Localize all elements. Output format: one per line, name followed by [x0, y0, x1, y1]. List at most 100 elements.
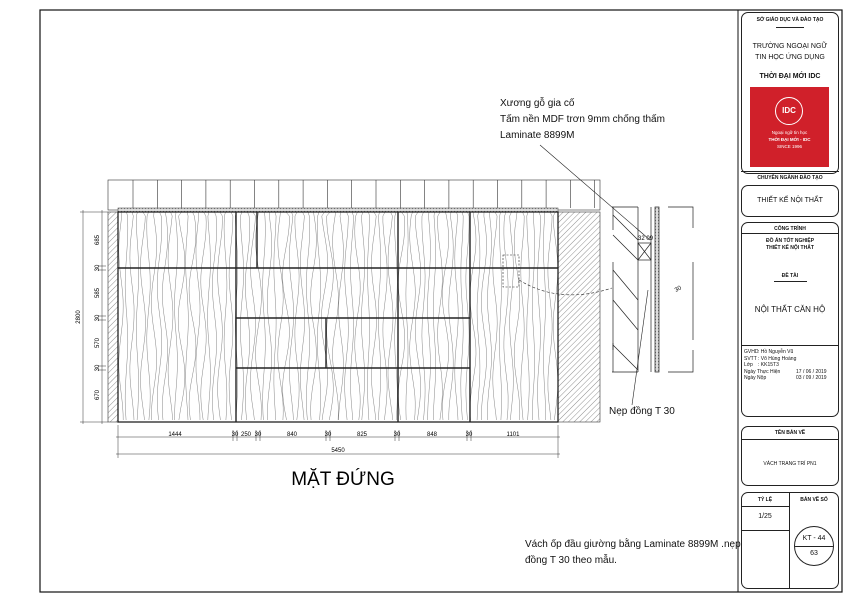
dim-v-3: 30	[95, 314, 101, 321]
wood-grain-line	[167, 211, 174, 421]
wood-grain-line	[177, 211, 186, 421]
wood-grain-line	[185, 211, 189, 421]
major-label: CHUYÊN NGÀNH ĐÀO TẠO	[757, 175, 823, 181]
wood-grain-line	[547, 211, 553, 421]
sheet-border	[39, 9, 843, 593]
wood-grain-line	[277, 211, 284, 421]
wood-grain-line	[513, 211, 521, 421]
wood-grain-line	[492, 211, 498, 421]
wood-grain-line	[415, 211, 421, 421]
wood-grain-line	[306, 211, 310, 421]
wood-grain-line	[146, 211, 151, 421]
wood-grain-line	[526, 211, 530, 421]
dim-h-7: 30	[394, 432, 401, 438]
major: THIẾT KẾ NỘI THẤT	[757, 197, 823, 204]
wood-grain-line	[405, 211, 409, 421]
wood-grain-line	[520, 211, 525, 421]
dim-h-8: 848	[427, 432, 438, 438]
dim-total-width: 5450	[331, 448, 345, 454]
info-row: GVHD: Hồ Nguyễn Vũ	[744, 349, 794, 355]
wood-grain-line	[552, 211, 559, 421]
dim-h-9: 30	[466, 432, 473, 438]
wood-grain-line	[465, 211, 470, 421]
dim-h-6: 825	[357, 432, 368, 438]
bottom-note: Vách ốp đầu giường bằng Laminate 8899M .…	[525, 537, 741, 569]
wood-grain-line	[223, 211, 228, 421]
wood-grain-line	[262, 211, 266, 421]
wood-grain-line	[378, 211, 381, 421]
wood-grain-line	[228, 211, 234, 421]
logo-line3: SINCE 1996	[776, 144, 802, 149]
wood-grain-line	[140, 211, 146, 421]
dim-h-3: 30	[255, 432, 262, 438]
wood-grain-line	[255, 211, 262, 421]
wood-grain-line	[367, 211, 370, 421]
wood-grain-line	[174, 211, 178, 420]
project-line1: ĐỒ ÁN TỐT NGHIỆP	[765, 238, 815, 244]
school-name: THỜI ĐẠI MỚI IDC	[759, 73, 821, 80]
wood-grain-line	[344, 211, 349, 421]
drawing-name: VÁCH TRANG TRÍ PN1	[763, 461, 817, 467]
wood-grain-line	[487, 211, 492, 421]
wood-grain-line	[317, 211, 321, 421]
wood-grain-line	[361, 211, 365, 421]
school-box	[741, 12, 839, 174]
dim-v-5: 30	[95, 364, 101, 371]
wood-grain-line	[499, 211, 502, 421]
scale-sheet-box	[741, 492, 839, 589]
wood-grain-line	[157, 211, 162, 421]
drawing-title: MẶT ĐỨNG	[291, 468, 395, 490]
wood-grain-line	[162, 211, 168, 421]
wood-grain-line	[350, 211, 354, 421]
dim-v-4: 570	[95, 337, 101, 348]
school-line1: TRƯỜNG NGOẠI NGỮ	[752, 43, 828, 50]
wood-grain-line	[282, 211, 290, 421]
wood-grain-line	[454, 211, 459, 421]
note-line: Xương gỗ gia cố	[500, 98, 575, 109]
wood-grain-line	[442, 211, 449, 421]
trim-strips	[118, 212, 558, 422]
wood-grain-line	[200, 211, 207, 421]
wood-grain-line	[294, 211, 300, 421]
dim-total-height: 2800	[76, 310, 82, 324]
wood-grain-line	[382, 211, 388, 421]
sheet-code: KT - 44	[802, 535, 826, 542]
wood-grain-line	[398, 211, 405, 421]
wood-grain-line	[437, 211, 443, 421]
dim-h-0: 1444	[168, 432, 182, 438]
wood-grain-line	[245, 211, 250, 421]
sheet-number-circle: KT - 44 63	[794, 526, 834, 566]
wood-grain-line	[207, 211, 211, 421]
trim-note: Nẹp đồng T 30	[609, 406, 675, 417]
drawing-name-label: TÊN BẢN VẼ	[774, 430, 806, 436]
dim-h-10: 1101	[507, 432, 521, 438]
topic-label: ĐỀ TÀI	[781, 273, 799, 279]
note-line: Laminate 8899M	[500, 130, 575, 141]
wood-grain-line	[543, 211, 546, 421]
project-line2: THIẾT KẾ NỘI THẤT	[766, 245, 814, 251]
wood-grain-line	[537, 211, 541, 421]
wood-grain-line	[136, 211, 139, 421]
wood-grain-line	[387, 211, 394, 421]
school-name-lines: TRƯỜNG NGOẠI NGỮ TIN HỌC ỨNG DỤNG	[741, 41, 839, 63]
section-dim-side: 30	[674, 285, 683, 294]
wood-grain-line	[532, 211, 535, 420]
wood-grain-line	[332, 211, 339, 421]
dim-v-1: 30	[95, 264, 101, 271]
department: SỞ GIÁO DỤC VÀ ĐÀO TẠO	[756, 17, 824, 23]
scale: 1/25	[758, 513, 772, 520]
ceiling-framing	[107, 179, 601, 213]
info-row: Lớp: KK15T3	[744, 362, 779, 368]
dim-v-6: 670	[95, 389, 101, 400]
dim-h-2: 250	[241, 432, 252, 438]
wood-grain-line	[503, 211, 509, 421]
wood-grain-line	[433, 211, 436, 421]
dim-v-2: 585	[95, 287, 101, 298]
wood-grain-line	[151, 211, 157, 420]
project-label: CÔNG TRÌNH	[774, 226, 806, 232]
note-line: Vách ốp đầu giường bằng Laminate 8899M .…	[525, 539, 741, 550]
wood-grain-line	[338, 211, 344, 421]
